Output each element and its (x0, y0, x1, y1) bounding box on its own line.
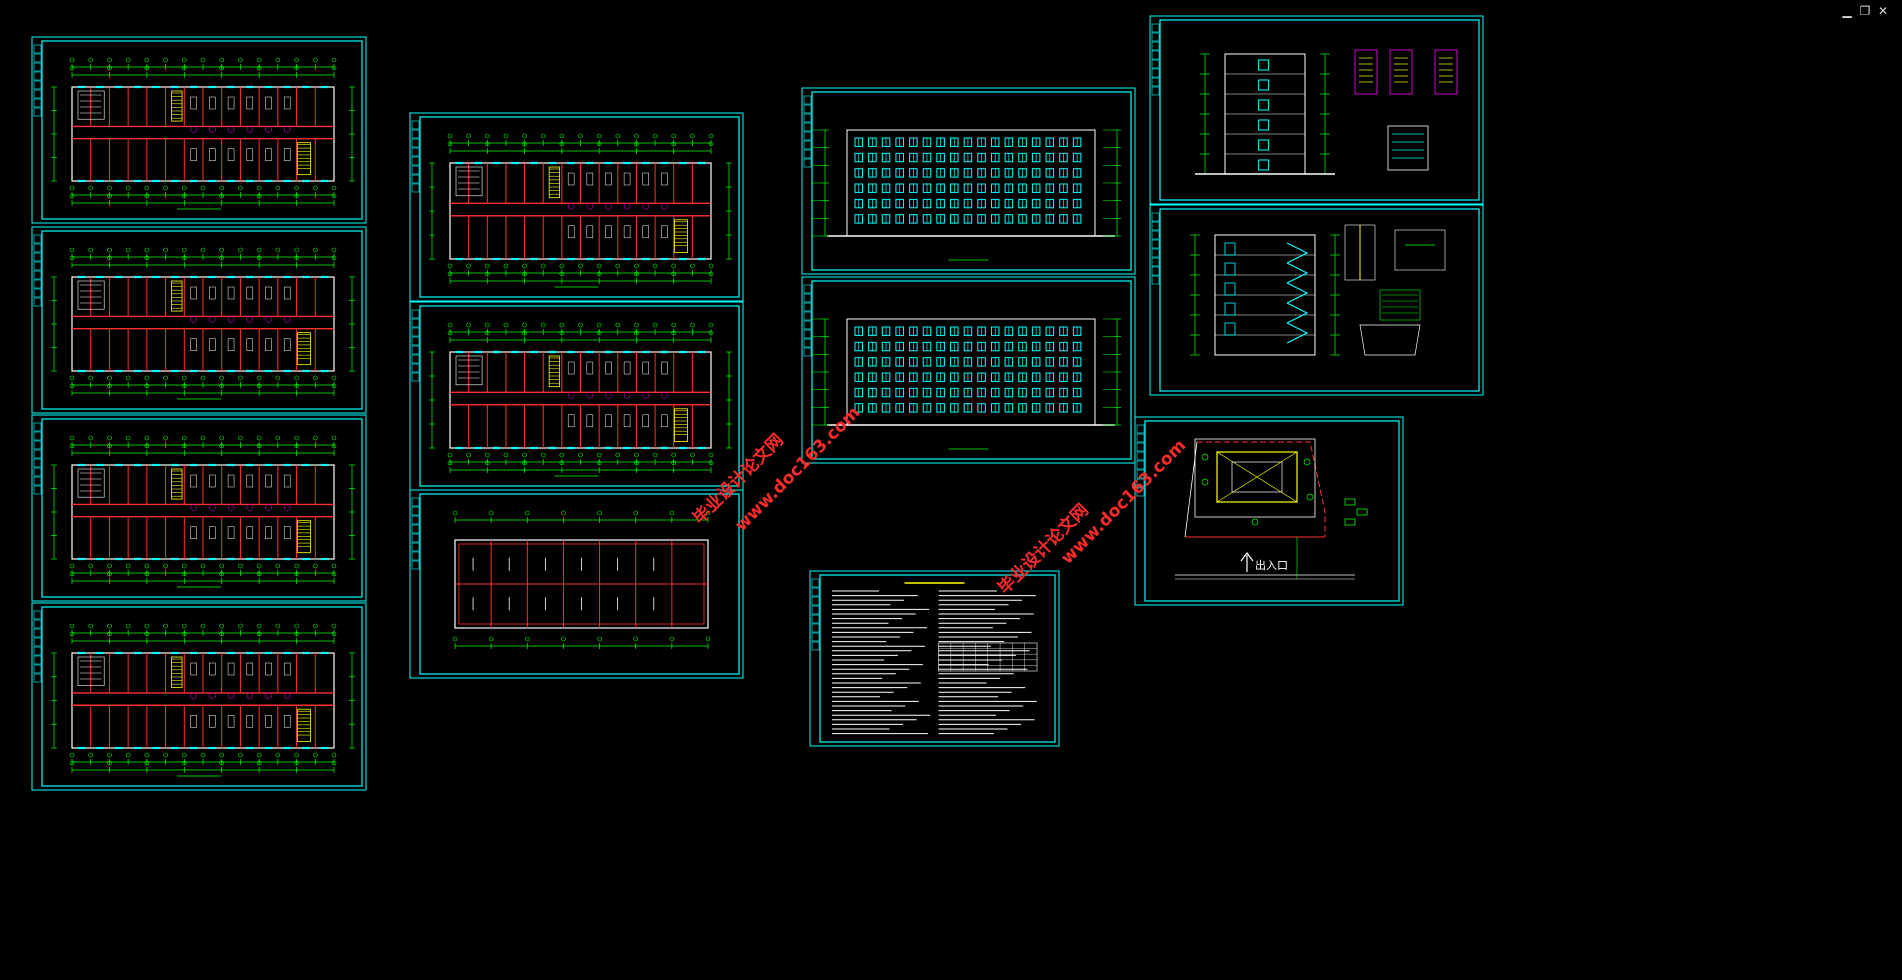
watermark-layer: 毕业设计论文网 www.doc163.com 毕业设计论文网 www.doc16… (689, 403, 1191, 599)
sheets-layer: 出入口 (31, 15, 1484, 791)
drawing-sheet-plan-2f[interactable] (31, 226, 367, 414)
restore-button[interactable]: ❐ (1859, 4, 1871, 18)
drawing-sheet-rear-elevation[interactable] (801, 276, 1136, 464)
drawing-sheet-section[interactable] (1149, 204, 1484, 396)
drawing-sheet-plan-4f[interactable] (31, 602, 367, 791)
drawing-sheet-roof-plan[interactable] (409, 489, 744, 679)
close-button[interactable]: ✕ (1877, 4, 1889, 18)
drawing-sheet-front-elevation[interactable] (801, 87, 1136, 275)
drawing-sheet-plan-1f[interactable] (31, 36, 367, 224)
drawing-sheet-design-notes[interactable] (809, 570, 1060, 747)
site-entrance-label: 出入口 (1255, 558, 1288, 572)
drawing-sheet-plan-3f[interactable] (31, 414, 367, 602)
drawing-sheet-plan-6f[interactable] (409, 301, 744, 491)
drawing-sheet-plan-5f[interactable] (409, 112, 744, 302)
drawing-sheet-site-plan[interactable] (1134, 416, 1404, 606)
minimize-button[interactable]: ▁ (1842, 4, 1852, 18)
drawing-sheet-side-elevation[interactable] (1149, 15, 1484, 205)
